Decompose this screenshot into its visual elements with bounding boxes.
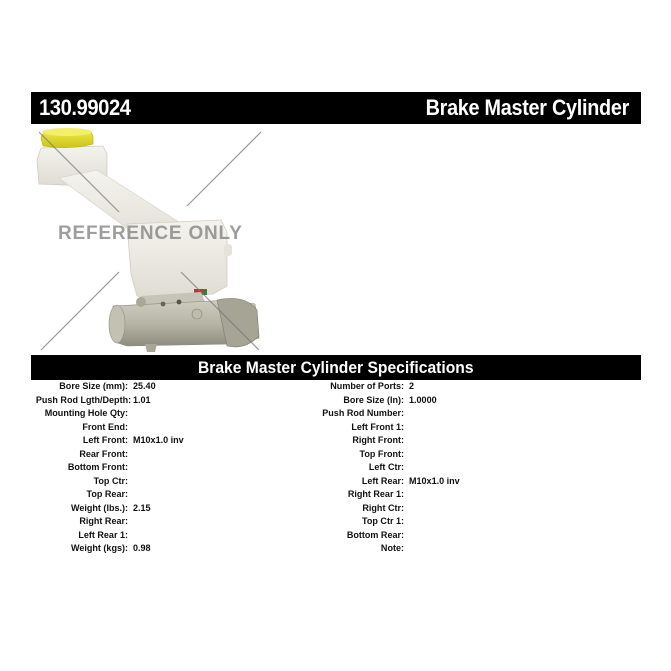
- master-cylinder-illustration: [36, 128, 262, 352]
- part-type-title: Brake Master Cylinder: [425, 95, 630, 120]
- spec-row: Weight (kgs): 0.98: [31, 542, 186, 556]
- spec-value: 2: [409, 381, 415, 393]
- spec-row: Left Front: M10x1.0 inv: [31, 434, 186, 448]
- spec-row: Left Ctr:: [300, 461, 462, 475]
- spec-label: Left Ctr:: [368, 462, 404, 474]
- reference-only-watermark: REFERENCE ONLY: [58, 223, 243, 244]
- spec-row: Right Rear 1:: [300, 488, 462, 502]
- spec-row: Push Rod Lgth/Depth:1.01: [31, 394, 186, 408]
- spec-row: Front End:: [31, 421, 186, 435]
- spec-label: Right Ctr:: [362, 502, 404, 514]
- spec-label: Bottom Rear:: [346, 529, 404, 541]
- spec-row: Right Front:: [300, 434, 462, 448]
- spec-row: Bore Size (mm): 25.40: [31, 380, 186, 394]
- product-image: REFERENCE ONLY: [31, 124, 281, 355]
- part-number: 130.99024: [39, 95, 131, 120]
- spec-label: Right Rear:: [79, 516, 128, 528]
- spec-label: Top Ctr:: [93, 475, 128, 487]
- spec-label: Push Rod Number:: [322, 408, 404, 420]
- spec-label: Bore Size (mm):: [59, 381, 128, 393]
- spec-row: Bore Size (In): 1.0000: [300, 394, 462, 408]
- spec-row: Left Rear 1:: [31, 529, 186, 543]
- spec-label: Bottom Front:: [67, 462, 128, 474]
- spec-row: Top Ctr 1:: [300, 515, 462, 529]
- spec-label: Left Front 1:: [351, 421, 404, 433]
- spec-row: Rear Front:: [31, 448, 186, 462]
- spec-value: 1.01: [133, 394, 151, 406]
- spec-row: Left Rear: M10x1.0 inv: [300, 475, 462, 489]
- spec-row: Weight (lbs.): 2.15: [31, 502, 186, 516]
- spec-label: Number of Ports:: [330, 381, 404, 393]
- spec-value: 25.40: [133, 381, 156, 393]
- spec-label: Right Front:: [352, 435, 404, 447]
- spec-row: Top Front:: [300, 448, 462, 462]
- spec-value: 1.0000: [409, 394, 437, 406]
- spec-label: Top Ctr 1:: [362, 516, 404, 528]
- spec-label: Weight (lbs.):: [71, 502, 128, 514]
- spec-row: Top Ctr:: [31, 475, 186, 489]
- spec-row: Bottom Front:: [31, 461, 186, 475]
- spec-row: Note:: [300, 542, 462, 556]
- spec-label: Bore Size (In):: [343, 394, 404, 406]
- specifications-title: Brake Master Cylinder Specifications: [198, 357, 474, 377]
- spec-value: M10x1.0 inv: [133, 435, 184, 447]
- spec-row: Right Ctr:: [300, 502, 462, 516]
- specs-left-column: Bore Size (mm): 25.40 Push Rod Lgth/Depth…: [31, 380, 186, 556]
- spec-label: Push Rod Lgth/Depth:: [35, 394, 132, 406]
- spec-label: Top Front:: [359, 448, 404, 460]
- specifications-header-bar: Brake Master Cylinder Specifications: [31, 355, 641, 380]
- spec-label: Left Rear:: [361, 475, 404, 487]
- spec-row: Bottom Rear:: [300, 529, 462, 543]
- spec-row: Right Rear:: [31, 515, 186, 529]
- spec-row: Left Front 1:: [300, 421, 462, 435]
- spec-label: Right Rear 1:: [347, 489, 404, 501]
- spec-label: Left Front:: [82, 435, 128, 447]
- spec-value: 2.15: [133, 502, 151, 514]
- spec-label: Mounting Hole Qty:: [44, 408, 129, 420]
- spec-label: Rear Front:: [79, 448, 128, 460]
- product-header-bar: 130.99024 Brake Master Cylinder: [31, 92, 641, 124]
- spec-label: Left Rear 1:: [78, 529, 128, 541]
- spec-value: M10x1.0 inv: [409, 475, 460, 487]
- spec-label: Front End:: [82, 421, 128, 433]
- spec-label: Note:: [380, 543, 404, 555]
- specs-right-column: Number of Ports:2 Bore Size (In):1.0000 …: [300, 380, 462, 556]
- spec-row: Push Rod Number:: [300, 407, 462, 421]
- spec-label: Weight (kgs):: [71, 543, 128, 555]
- spec-row: Number of Ports: 2: [300, 380, 462, 394]
- spec-row: Mounting Hole Qty:: [31, 407, 186, 421]
- spec-row: Top Rear:: [31, 488, 186, 502]
- spec-label: Top Rear:: [86, 489, 128, 501]
- spec-value: 0.98: [133, 543, 151, 555]
